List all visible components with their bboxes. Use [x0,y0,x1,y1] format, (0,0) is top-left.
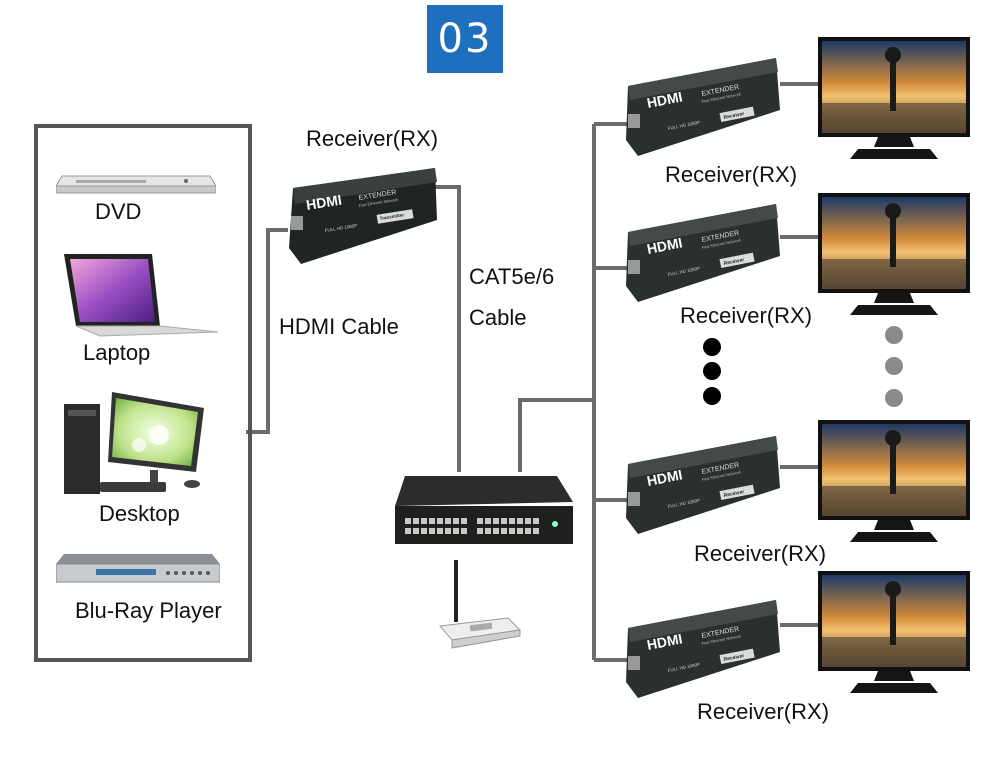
dvd-label: DVD [95,199,142,224]
laptop-icon [64,254,219,337]
ellipsis-dot-grey-2 [885,357,903,375]
transmitter-unit: HDMI EXTENDER Fast Ethernet Network FULL… [289,168,437,264]
bluray-label: Blu-Ray Player [75,598,222,623]
svg-text:Receiver: Receiver [723,257,745,267]
tx-tag-text: Transmitter [379,212,404,221]
svg-text:Receiver: Receiver [723,653,745,663]
switch-uplink-line [518,398,594,472]
monitor-3-icon [818,420,970,542]
ellipsis-dot-grey-1 [885,326,903,344]
monitor-2-icon [818,193,970,315]
ellipsis-dot-grey-3 [885,389,903,407]
ellipsis-dot-black-1 [703,338,721,356]
ellipsis-dot-black-2 [703,362,721,380]
bluray-player-icon [56,554,220,583]
desktop-icon [64,392,204,494]
dvd-player-icon [56,175,216,194]
receiver-unit-2: HDMI EXTENDER Fast Ethernet Network FULL… [626,204,780,302]
monitor-1-icon [818,37,970,159]
tx-logo: HDMI [305,192,343,213]
svg-text:Receiver: Receiver [723,489,745,499]
receiver-label-4: Receiver(RX) [697,699,830,724]
svg-text:HDMI: HDMI [646,234,684,257]
network-switch-icon [395,476,573,544]
svg-text:HDMI: HDMI [646,88,684,111]
receiver-label-1: Receiver(RX) [665,162,798,187]
cat-cable-line [435,185,461,472]
cat-cable-label-1: CAT5e/6 [469,264,555,289]
receiver-label-3: Receiver(RX) [694,541,827,566]
svg-text:FULL HD 1080P: FULL HD 1080P [667,662,700,673]
source-devices-box [34,124,252,662]
step-badge: 03 [427,5,503,73]
svg-text:FULL HD 1080P: FULL HD 1080P [667,266,700,277]
svg-text:FULL HD 1080P: FULL HD 1080P [667,120,700,131]
receiver-unit-1: HDMI EXTENDER Fast Ethernet Network FULL… [626,58,780,156]
svg-text:FULL HD 1080P: FULL HD 1080P [667,498,700,509]
transmitter-top-label: Receiver(RX) [306,126,439,151]
tx-network-text: Fast Ethernet Network [358,197,398,208]
switch-ports [405,518,539,534]
hdmi-cable-label: HDMI Cable [279,314,399,339]
laptop-label: Laptop [83,340,151,365]
desktop-label: Desktop [99,501,180,526]
wifi-router-icon [439,560,522,649]
svg-text:Receiver: Receiver [723,111,745,121]
receiver-label-2: Receiver(RX) [680,303,813,328]
monitor-4-icon [818,571,970,693]
ellipsis-dot-black-3 [703,387,721,405]
hdmi-cable-line [246,228,288,434]
cat-cable-label-2: Cable [469,305,527,330]
receiver-unit-4: HDMI EXTENDER Fast Ethernet Network FULL… [626,600,780,698]
receiver-unit-3: HDMI EXTENDER Fast Ethernet Network FULL… [626,436,780,534]
svg-text:HDMI: HDMI [646,466,684,489]
tx-model-text: FULL HD 1080P [324,223,357,233]
svg-text:HDMI: HDMI [646,630,684,653]
